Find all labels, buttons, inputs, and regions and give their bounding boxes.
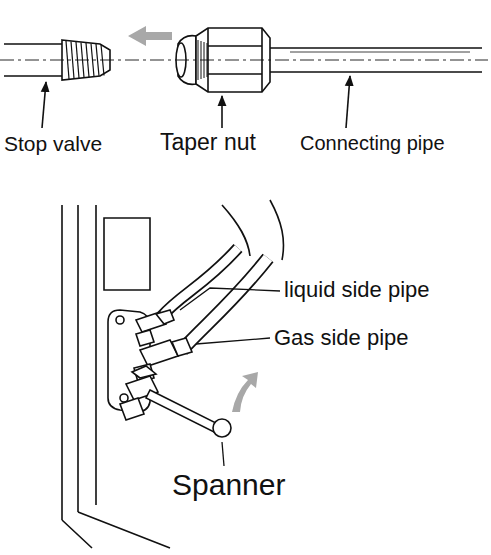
center-line [0, 60, 488, 61]
leader-line [196, 338, 270, 344]
part-label: Connecting pipe [300, 132, 445, 154]
part-label: Taper nut [160, 130, 256, 155]
part-label: Gas side pipe [274, 326, 409, 350]
unit-opening [104, 218, 150, 290]
leader-line [221, 96, 223, 128]
unit-side-panel [62, 205, 96, 520]
thread-stroke [96, 44, 99, 76]
thread-stroke [198, 40, 199, 80]
leader-line [180, 288, 280, 310]
rotation-arrow [232, 372, 258, 412]
bolt [120, 394, 128, 402]
direction-arrow [128, 26, 172, 46]
unit-base [62, 512, 170, 548]
spanner-handle [146, 390, 218, 432]
gas-pipe-outline [182, 258, 268, 350]
flare-connection [0, 26, 488, 128]
valve-cap [120, 398, 144, 420]
leader-line [222, 442, 224, 466]
pipe-insulation [222, 200, 284, 260]
part-label: Stop valve [4, 132, 102, 155]
liquid-taper-nut [156, 310, 174, 324]
valve-cap [136, 330, 154, 346]
part-label: Spanner [172, 468, 285, 501]
pipe-highlight [290, 52, 470, 53]
spanner-jaw [132, 366, 156, 378]
part-label: liquid side pipe [284, 278, 430, 302]
leader-line [346, 76, 350, 128]
thread-stroke [71, 42, 74, 79]
spanner-knob [213, 419, 231, 437]
gas-pipe [182, 258, 268, 350]
bolt [116, 316, 124, 324]
leader-line [42, 82, 46, 128]
gas-taper-nut [172, 338, 192, 356]
